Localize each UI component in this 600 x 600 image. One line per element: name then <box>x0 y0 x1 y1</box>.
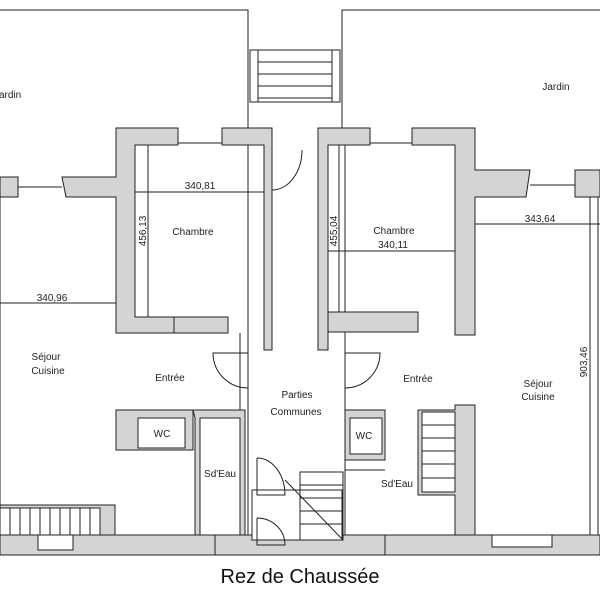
walls-left <box>0 127 273 556</box>
exterior-stairs <box>249 49 341 103</box>
room-label-entree-left: Entrée <box>155 373 185 384</box>
room-label-wc-left: WC <box>154 429 171 440</box>
room-label-sdeau-left: Sd'Eau <box>204 469 236 480</box>
room-label-cuisine-right: Cuisine <box>521 392 555 403</box>
dim-sejour-right-depth: 903,46 <box>579 346 590 377</box>
room-label-jardin-right: Jardin <box>542 82 569 93</box>
room-label-chambre-right: Chambre <box>373 226 415 237</box>
room-label-cuisine-left: Cuisine <box>31 366 65 377</box>
room-label-sejour-right: Séjour <box>524 379 554 390</box>
dim-chambre-left-depth: 456,13 <box>138 215 149 246</box>
room-label-sdeau-right: Sd'Eau <box>381 479 413 490</box>
dim-sejour-right-width: 343,64 <box>525 214 556 225</box>
walls-right <box>317 127 600 556</box>
interior-stairs-left <box>0 504 116 536</box>
room-label-jardin-left: Jardin <box>0 90 21 101</box>
garden-left-outline <box>0 9 249 128</box>
dim-sejour-left-width: 340,96 <box>37 293 68 304</box>
dim-chambre-right-depth: 455,04 <box>329 215 340 246</box>
room-label-communes: Communes <box>270 407 321 418</box>
room-label-wc-right: WC <box>356 431 373 442</box>
room-label-sejour-left: Séjour <box>32 352 62 363</box>
dim-chambre-left-width: 340,81 <box>185 181 216 192</box>
room-label-parties: Parties <box>281 390 312 401</box>
room-label-chambre-left: Chambre <box>172 227 214 238</box>
dim-chambre-right-width: 340,11 <box>378 240 408 251</box>
garden-right-outline <box>341 9 600 128</box>
room-label-entree-right: Entrée <box>403 374 433 385</box>
doors <box>212 149 381 546</box>
dimension-lines <box>0 145 600 535</box>
plan-title: Rez de Chaussée <box>220 566 380 588</box>
